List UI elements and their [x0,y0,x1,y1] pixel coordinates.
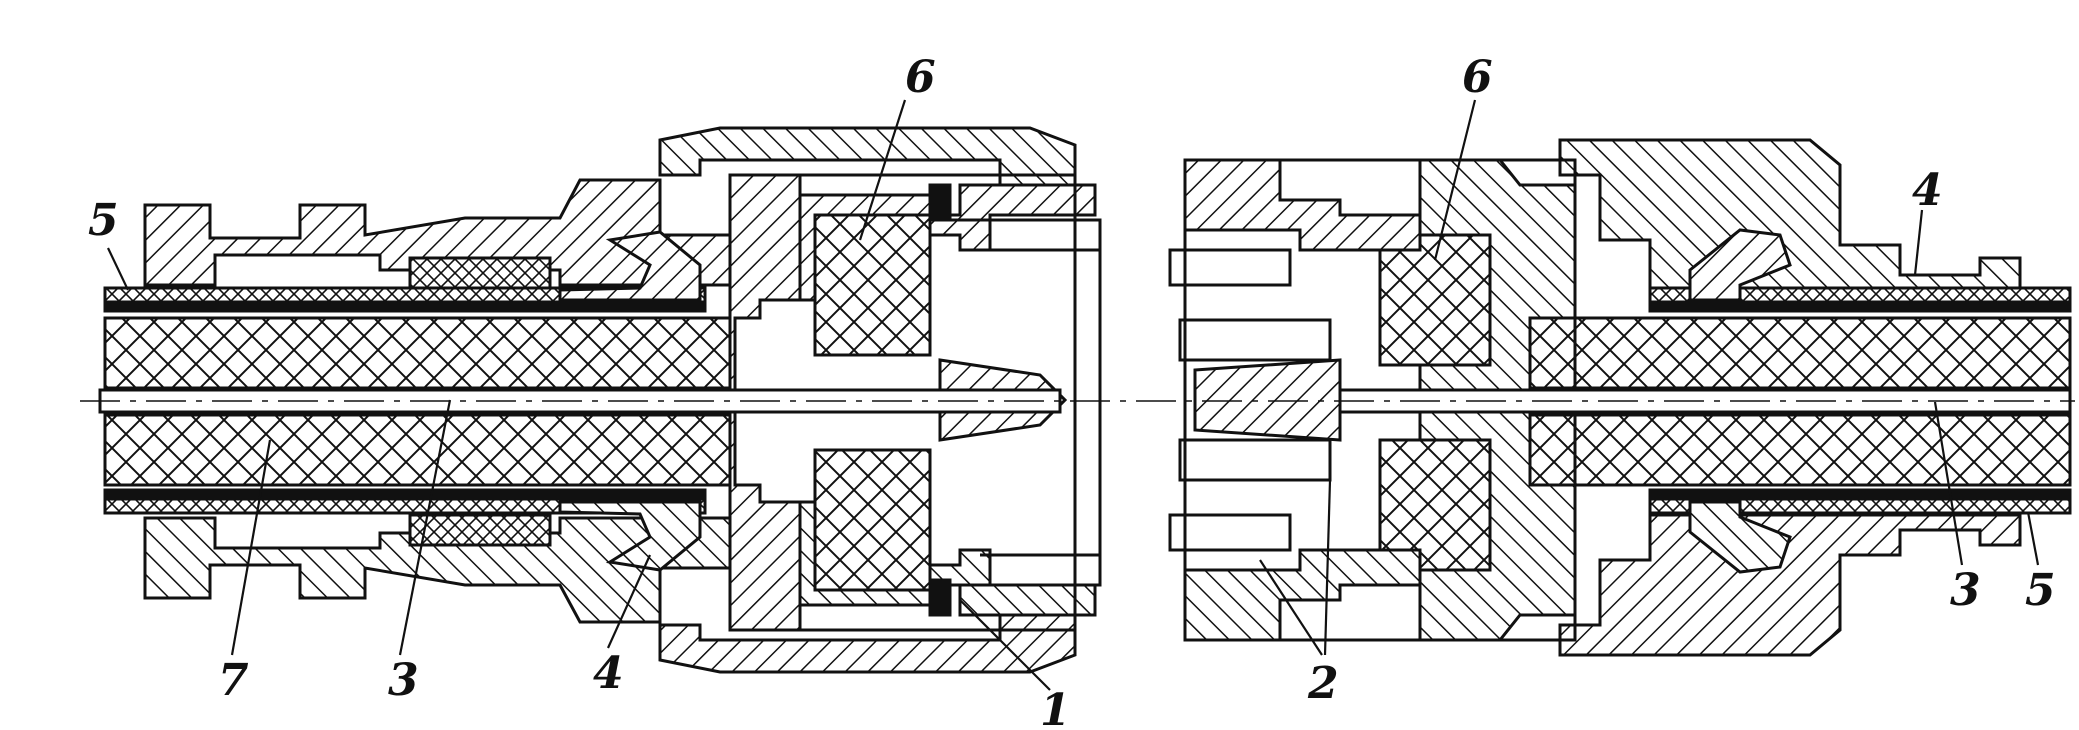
right-cone-lower [1688,500,1792,574]
left-dielectric-upper [103,316,732,390]
left-seal-upper [928,183,952,222]
right-rear-clamp-lower [1558,513,2022,657]
leader-R3 [1933,401,1964,566]
left-front-socket [945,218,1102,587]
left-clamp-upper [143,178,732,287]
callout-left-6: 6 [905,52,936,103]
callout-right-6: 6 [1462,52,1493,103]
left-seal-lower [928,578,952,617]
leader-R2b [1323,479,1332,656]
leader-L5 [107,247,129,291]
right-dielectric-lower [1528,413,2072,487]
right-connector [1168,138,2072,657]
leader-L6 [858,99,907,241]
left-gasket-lower [408,513,552,547]
leader-L4 [606,554,652,649]
leader-R6 [1433,99,1477,261]
callout-right-3: 3 [1950,565,1981,616]
right-shield-upper [1648,300,2072,313]
leader-lines [107,99,2040,691]
left-coupling-nut-lower [658,613,1077,674]
callouts: 5 6 7 3 4 1 6 4 2 3 5 [88,52,2056,730]
callout-left-3: 3 [388,655,419,706]
right-insulator-lower [1378,438,1492,572]
left-cone-upper [558,230,702,302]
leader-L3 [398,399,452,656]
left-braid-lower [103,497,707,515]
right-collet-fingers [1168,248,1332,552]
callout-left-4: 4 [593,648,624,699]
left-dielectric-lower [103,413,732,487]
left-cone-lower [558,500,702,572]
right-front-shell-lower [1183,548,1422,642]
leader-R2a [1259,559,1323,656]
right-braid-lower [1648,497,2072,515]
callout-left-7: 7 [218,655,249,706]
leader-R5 [2026,511,2040,566]
right-socket-contact [1193,358,1342,442]
callout-right-2: 2 [1307,658,1339,709]
right-front-shell-upper [1183,158,1422,252]
callout-left-5: 5 [88,195,119,246]
leader-L7 [230,439,272,656]
leader-L1 [959,599,1051,691]
callout-left-1: 1 [1040,685,1071,730]
left-shield-upper [103,300,707,313]
callout-right-4: 4 [1912,165,1943,216]
right-insulator-upper [1378,233,1492,367]
left-clamp-lower [143,516,732,624]
left-insulator-lower [813,448,932,592]
left-insulator-upper [813,213,932,357]
callout-right-5: 5 [2025,565,2056,616]
leader-R4 [1913,209,1924,276]
right-rear-clamp-upper [1558,138,2022,290]
right-dielectric-upper [1528,316,2072,390]
right-cone-upper [1688,228,1792,302]
left-gasket-upper [408,256,552,290]
